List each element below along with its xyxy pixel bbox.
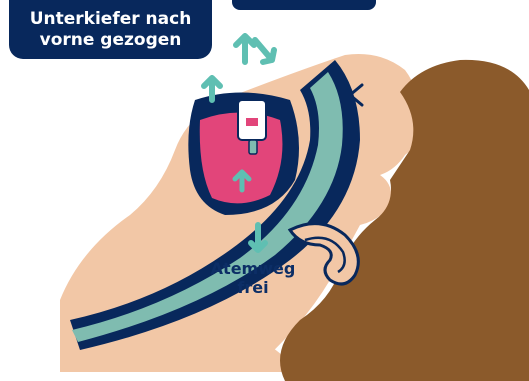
up-arrow-icon [236, 36, 254, 62]
diagonal-arrow-icon [255, 40, 274, 62]
top-label-box [232, 0, 376, 10]
callout-line2: vorne gezogen [40, 30, 182, 51]
callout-lower-jaw: Unterkiefer nach vorne gezogen [9, 0, 212, 59]
airway-line2: frei [198, 278, 308, 297]
callout-line1: Unterkiefer nach [30, 9, 192, 30]
airway-line1: Atemweg [198, 259, 308, 278]
airway-label: Atemweg frei [198, 259, 308, 297]
